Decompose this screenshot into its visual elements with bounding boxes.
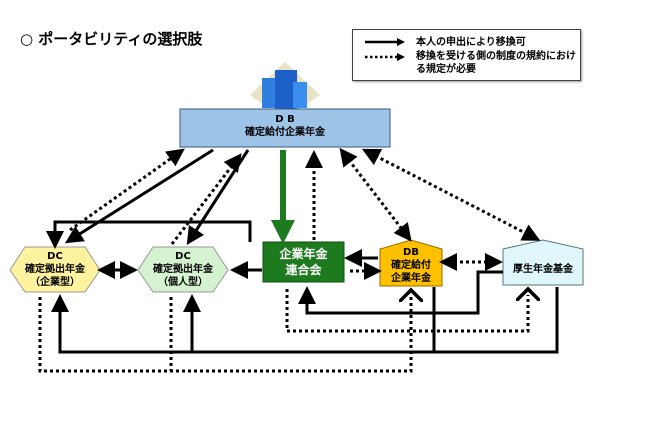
- legend-solid-arrow-icon: [365, 38, 405, 46]
- dc-corporate-line2: 確定拠出年金: [25, 264, 85, 275]
- db-small-line1: DB: [403, 247, 419, 258]
- epf-label: 厚生年金基金: [513, 264, 573, 275]
- db-small-line3: 企業年金: [391, 273, 431, 284]
- dc-individual-label: DC 確定拠出年金 （個人型）: [138, 250, 228, 289]
- legend-dotted-arrow-icon: [365, 53, 405, 61]
- db-top-box: [179, 108, 391, 148]
- pfa-label: 企業年金 連合会: [263, 246, 344, 278]
- pension-fund-association-node: [262, 241, 345, 283]
- dc-individual-node: [137, 246, 229, 293]
- legend-solid-label: 本人の申出により移換可: [416, 37, 526, 48]
- db-small-line2: 確定給付: [391, 260, 431, 271]
- dc-corporate-line1: DC: [47, 251, 63, 262]
- page-title: ○ ポータビリティの選択肢: [20, 30, 203, 48]
- legend: 本人の申出により移換可 移換を受ける側の制度の規約における規定が必要: [352, 29, 581, 81]
- dc-individual-line3: （個人型）: [158, 277, 208, 288]
- db-small-label: DB 確定給付 企業年金: [380, 246, 442, 285]
- dc-individual-line1: DC: [175, 251, 191, 262]
- db-top-line1: D B: [275, 114, 295, 125]
- epf-node: [502, 239, 584, 286]
- dc-corporate-line3: （企業型）: [30, 277, 80, 288]
- pfa-line2: 連合会: [285, 263, 322, 277]
- legend-dotted-label: 移換を受ける側の制度の規約における規定が必要: [416, 51, 576, 75]
- dc-corporate-label: DC 確定拠出年金 （企業型）: [10, 250, 100, 289]
- dc-individual-line2: 確定拠出年金: [153, 264, 213, 275]
- pfa-line1: 企業年金: [279, 247, 328, 261]
- db-top-label: D B 確定給付企業年金: [180, 113, 390, 139]
- building-icon: [250, 62, 320, 120]
- db-top-line2: 確定給付企業年金: [245, 127, 325, 138]
